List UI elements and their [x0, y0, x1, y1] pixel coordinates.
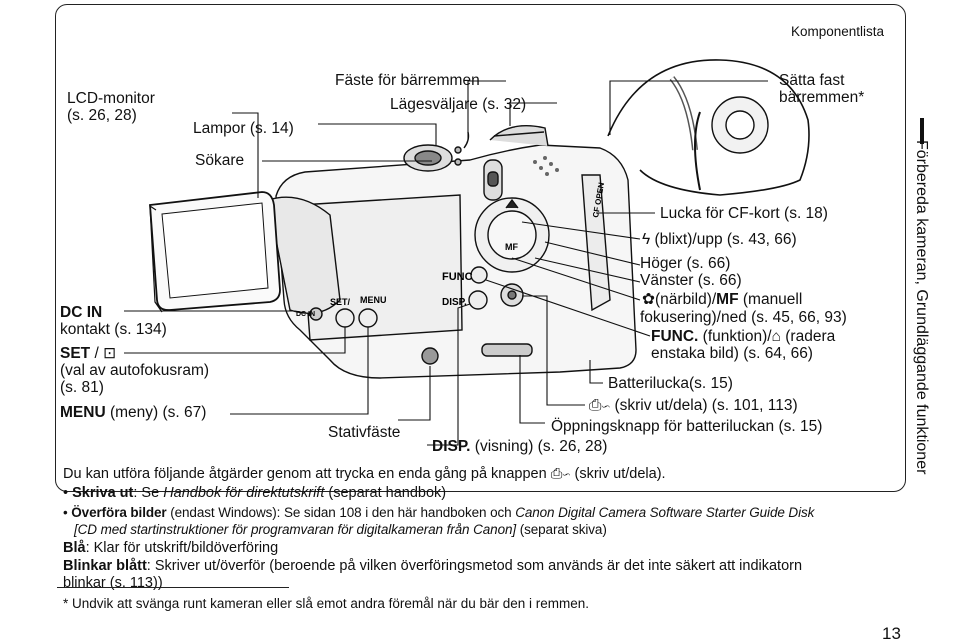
label-tripod: Stativfäste [328, 424, 401, 441]
label-right: Höger (s. 66) [640, 255, 731, 272]
set-mark: SET/ [330, 297, 351, 307]
erase-icon: ⌂ [771, 328, 781, 345]
func-mark: FUNC [442, 271, 473, 283]
label-dc-in: DC IN [60, 304, 103, 321]
mf-mark: MF [505, 242, 518, 252]
menu-mark: MENU [360, 295, 387, 305]
flash-icon: ϟ [642, 231, 655, 248]
label-viewfinder: Sökare [195, 152, 245, 169]
print-share-icon: ⎙∽ [589, 397, 611, 414]
note-bullet-2-cont: [CD med startinstruktioner för programva… [74, 522, 607, 537]
label-print-share: ⎙∽ (skriv ut/dela) (s. 101, 113) [589, 397, 798, 414]
page-number: 13 [882, 624, 901, 643]
label-lcd-2: (s. 26, 28) [67, 107, 137, 124]
label-func-cont: enstaka bild) (s. 64, 66) [651, 345, 813, 362]
label-cf-cover: Lucka för CF-kort (s. 18) [660, 205, 828, 222]
footnote: * Undvik att svänga runt kameran eller s… [63, 596, 590, 611]
af-frame-icon: ⊡ [103, 345, 117, 362]
label-attach-strap-1: Sätta fast [779, 72, 845, 89]
print-share-icon: ⎙∽ [550, 466, 571, 482]
label-func: FUNC. (funktion)/⌂ (radera [651, 328, 836, 345]
label-battery-release: Öppningsknapp för batteriluckan (s. 15) [551, 418, 823, 435]
note-bullet-1: • Skriva ut: Se Handbok för direktutskri… [63, 485, 447, 501]
label-menu: MENU (meny) (s. 67) [60, 404, 207, 421]
header-tab [778, 14, 900, 40]
label-attach-strap-2: bärremmen* [779, 89, 865, 106]
label-lcd-1: LCD-monitor [67, 90, 155, 107]
label-disp: DISP. (visning) (s. 26, 28) [432, 438, 608, 455]
note-blue: Blå: Klar för utskrift/bildöverföring [63, 540, 279, 556]
label-mode-switch: Lägesväljare (s. 32) [390, 96, 527, 113]
content-frame [55, 4, 906, 492]
footnote-rule [57, 587, 289, 588]
label-lamps: Lampor (s. 14) [193, 120, 294, 137]
note-bullet-2: • Överföra bilder (endast Windows): Se s… [63, 505, 815, 520]
section-title: Komponentlista [791, 24, 885, 39]
note-blink: Blinkar blått: Skriver ut/överför (beroe… [63, 558, 803, 574]
label-set: SET / ⊡ [60, 345, 117, 362]
macro-icon: ✿ [642, 291, 655, 308]
label-dc-in-2: kontakt (s. 134) [60, 321, 167, 338]
note-blink-cont: blinkar (s. 113)) [63, 575, 163, 591]
side-tab-marker [920, 118, 924, 144]
label-macro-mf-cont: fokusering)/ned (s. 45, 66, 93) [640, 309, 847, 326]
label-left: Vänster (s. 66) [640, 272, 742, 289]
label-strap-mount: Fäste för bärremmen [335, 72, 480, 89]
dcin-mark: DC IN [296, 311, 315, 318]
label-flash-up: ϟ (blixt)/upp (s. 43, 66) [642, 231, 797, 248]
label-battery-cover: Batterilucka(s. 15) [608, 375, 733, 392]
note-intro: Du kan utföra följande åtgärder genom at… [63, 466, 666, 482]
disp-mark: DISP. [442, 297, 467, 308]
label-macro-mf: ✿(närbild)/MF (manuell [642, 291, 803, 308]
label-set-2: (val av autofokusram) [60, 362, 210, 379]
label-set-3: (s. 81) [60, 379, 104, 396]
